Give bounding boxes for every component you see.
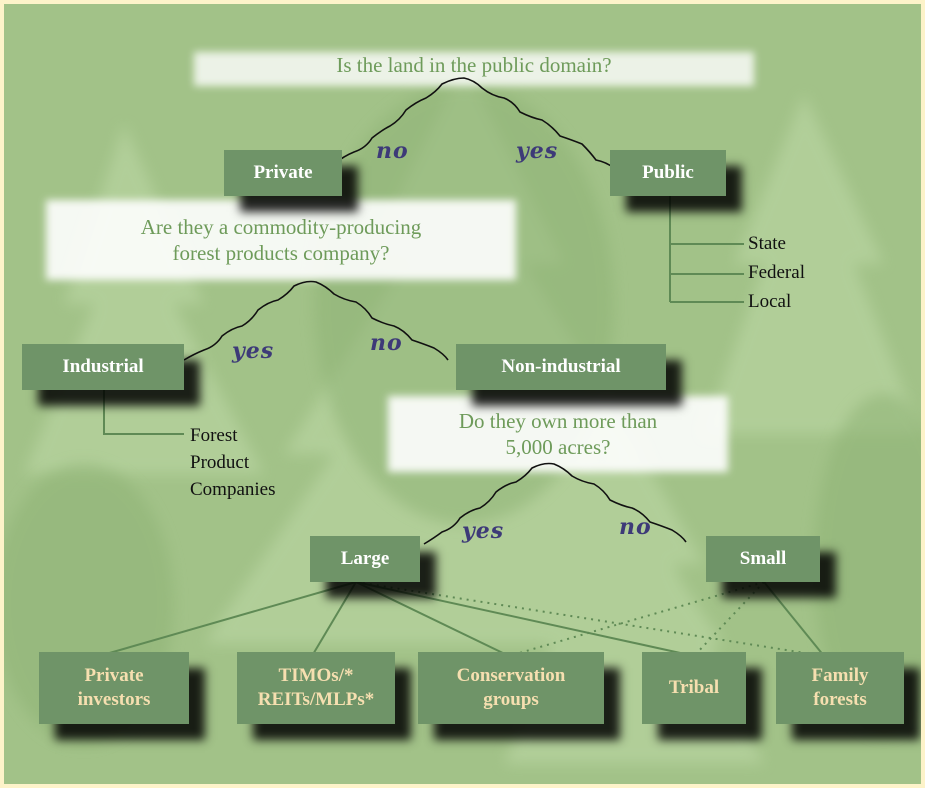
wavy-connector-q1	[333, 77, 615, 169]
question-line: Are they a commodity-producing	[140, 215, 422, 239]
edge-small-tribal-dotted	[693, 581, 765, 657]
question-commodity-producing: Are they a commodity-producing forest pr…	[46, 214, 516, 266]
node-private: Private	[224, 150, 342, 196]
edge-label-yes: yes	[516, 138, 559, 164]
node-tribal: Tribal	[642, 652, 746, 724]
public-type-local: Local	[748, 291, 792, 312]
node-public: Public	[610, 150, 726, 196]
node-private-investors: Private investors	[39, 652, 189, 724]
question-acreage: Do they own more than 5,000 acres?	[388, 408, 728, 460]
connector-lines	[98, 77, 825, 657]
edge-large-conservation	[355, 581, 510, 657]
node-small: Small	[706, 536, 820, 582]
edge-label-yes: yes	[232, 338, 275, 364]
wavy-connector-q2	[183, 280, 449, 361]
edge-large-tribal	[355, 581, 695, 657]
diagram-canvas: Is the land in the public domain? Are th…	[4, 4, 921, 784]
node-non-industrial: Non-industrial	[456, 344, 666, 390]
industrial-type-line: Companies	[190, 479, 276, 500]
public-types-list: State Federal Local	[748, 231, 805, 314]
public-type-federal: Federal	[748, 262, 805, 283]
edge-label-no: no	[370, 330, 403, 356]
industrial-types-list: Forest Product Companies	[190, 422, 276, 503]
industrial-type-line: Forest	[190, 425, 238, 446]
public-bracket	[669, 196, 744, 303]
edge-small-conservation-dotted	[508, 581, 765, 657]
edge-label-yes: yes	[462, 518, 505, 544]
edge-label-no: no	[376, 138, 409, 164]
wavy-connector-q3	[423, 462, 687, 545]
public-type-state: State	[748, 233, 786, 254]
node-conservation-groups: Conservation groups	[418, 652, 604, 724]
question-line: 5,000 acres?	[505, 435, 611, 459]
question-public-domain: Is the land in the public domain?	[336, 53, 612, 77]
node-family-forests: Family forests	[776, 652, 904, 724]
edge-large-private-investors	[98, 581, 357, 657]
node-timos-reits: TIMOs/* REITs/MLPs*	[237, 652, 395, 724]
edge-small-family	[763, 581, 825, 657]
industrial-type-line: Product	[190, 452, 250, 473]
edge-large-timos	[311, 581, 357, 657]
node-industrial: Industrial	[22, 344, 184, 390]
node-large: Large	[310, 536, 420, 582]
industrial-bracket	[103, 390, 184, 435]
edge-label-no: no	[619, 514, 652, 540]
edge-large-family-dotted	[355, 581, 825, 657]
question-line: forest products company?	[172, 241, 390, 265]
question-line: Do they own more than	[458, 409, 658, 433]
